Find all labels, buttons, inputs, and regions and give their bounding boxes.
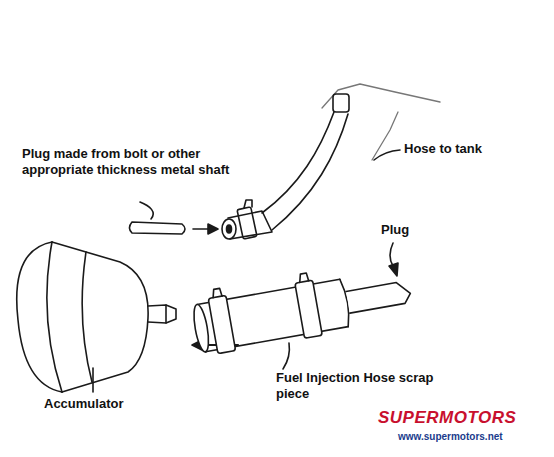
part-label: Plug bbox=[381, 222, 441, 238]
hose-opening bbox=[222, 219, 236, 239]
leader-line bbox=[374, 150, 400, 160]
hose-clamp bbox=[208, 295, 235, 353]
bolt-plug bbox=[130, 202, 219, 234]
clamp-screw bbox=[212, 273, 309, 298]
leader-line bbox=[283, 343, 289, 369]
accumulator bbox=[17, 242, 176, 392]
hose-bore bbox=[227, 225, 232, 233]
watermark: www.supermotors.net bbox=[398, 431, 548, 443]
plug-shaft bbox=[346, 280, 412, 313]
accumulator-face bbox=[17, 242, 62, 392]
accumulator-rim bbox=[47, 242, 62, 392]
hose-wall bbox=[272, 114, 348, 230]
leader-line bbox=[140, 202, 153, 219]
part-label: Fuel Injection Hose scrap piece bbox=[276, 370, 466, 402]
tank-hose bbox=[222, 94, 349, 239]
accumulator-seam bbox=[82, 252, 92, 382]
arrow-head bbox=[208, 224, 218, 234]
hose-wall bbox=[262, 112, 334, 213]
hose-fitting bbox=[333, 94, 349, 112]
nozzle-barb bbox=[165, 305, 167, 323]
arrow-head bbox=[389, 263, 398, 276]
hose-clamp bbox=[295, 280, 322, 338]
hose-opening bbox=[191, 303, 211, 352]
accumulator-nozzle bbox=[148, 305, 176, 323]
leader-line bbox=[390, 243, 393, 266]
leader-line bbox=[92, 368, 94, 392]
fuel-hose-piece bbox=[189, 256, 415, 357]
part-label: Accumulator bbox=[44, 396, 184, 412]
hose-clamp bbox=[237, 207, 257, 239]
accumulator-body bbox=[52, 242, 148, 392]
bolt-shaft bbox=[130, 222, 186, 234]
tank-outline bbox=[322, 84, 440, 108]
clamp-screw bbox=[244, 200, 252, 208]
watermark: SUPERMOTORS bbox=[378, 408, 548, 428]
part-label: Hose to tank bbox=[404, 141, 534, 157]
part-label: Plug made from bolt or other appropriate… bbox=[22, 146, 237, 178]
